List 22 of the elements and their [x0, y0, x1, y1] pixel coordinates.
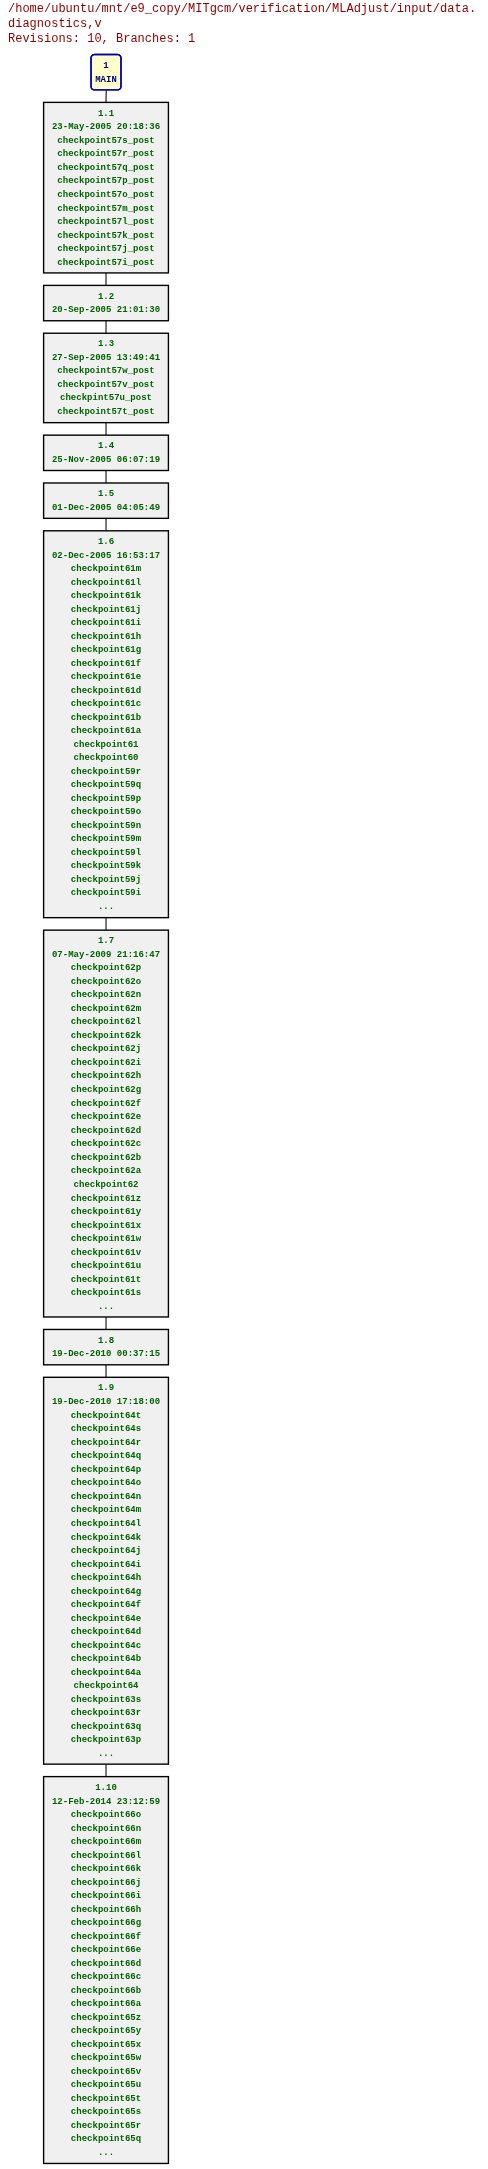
- node-box: 1.10 12-Feb-2014 23:12:59 checkpoint66o checkpoint66n checkpoint66m checkpoint66l checkpoint66k checkpoint66j checkpoint66i checkpoint66h checkpoint66g checkpoint66f checkpoint66e checkpoint66d checkpoint66c checkpoint66b checkpoint66a checkpoint65z checkpoint65y checkpoint65x checkpoint65w checkpoint65v checkpoint65u checkpoint65t checkpoint65s checkpoint65r checkpoint65q ...: [42, 1775, 170, 2165]
- file-path-title: /home/ubuntu/mnt/e9_copy/MITgcm/verification/MLAdjust/input/data.diagnostics,v: [8, 2, 478, 32]
- connector: [105, 422, 107, 436]
- connector: [105, 917, 107, 931]
- connector: [105, 320, 107, 334]
- revision-summary: Revisions: 10, Branches: 1: [8, 32, 197, 47]
- node-box: 1.8 19-Dec-2010 00:37:15: [42, 1328, 170, 1366]
- node-box: 1.5 01-Dec-2005 04:05:49: [42, 482, 170, 520]
- connector: [105, 89, 107, 103]
- node-box: 1.6 02-Dec-2005 16:53:17 checkpoint61m checkpoint61l checkpoint61k checkpoint61j checkpoint61i checkpoint61h checkpoint61g checkpoint61f checkpoint61e checkpoint61d checkpoint61c checkpoint61b checkpoint61a checkpoint61 checkpoint60 checkpoint59r checkpoint59q checkpoint59p checkpoint59o checkpoint59n checkpoint59m checkpoint59l checkpoint59k checkpoint59j checkpoint59i ...: [42, 530, 170, 919]
- node-box: 1.7 07-May-2009 21:16:47 checkpoint62p checkpoint62o checkpoint62n checkpoint62m checkpoint62l checkpoint62k checkpoint62j checkpoint62i checkpoint62h checkpoint62g checkpoint62f checkpoint62e checkpoint62d checkpoint62c checkpoint62b checkpoint62a checkpoint62 checkpoint61z checkpoint61y checkpoint61x checkpoint61w checkpoint61v checkpoint61u checkpoint61t checkpoint61s ...: [42, 929, 170, 1318]
- node-box: 1.2 20-Sep-2005 21:01:30: [42, 284, 170, 322]
- connector: [105, 272, 107, 286]
- connector: [105, 1763, 107, 1778]
- connector: [105, 470, 107, 484]
- connector: [105, 517, 107, 532]
- node-box: 1.3 27-Sep-2005 13:49:41 checkpoint57w_post checkpoint57v_post checkpint57u_post checkpoint57t_post: [42, 332, 170, 424]
- connector: [105, 1364, 107, 1378]
- node-box: 1.9 19-Dec-2010 17:18:00 checkpoint64t checkpoint64s checkpoint64r checkpoint64q checkpoint64p checkpoint64o checkpoint64n checkpoint64m checkpoint64l checkpoint64k checkpoint64j checkpoint64i checkpoint64h checkpoint64g checkpoint64f checkpoint64e checkpoint64d checkpoint64c checkpoint64b checkpoint64a checkpoint64 checkpoint63s checkpoint63r checkpoint63q checkpoint63p ...: [42, 1376, 170, 1765]
- node-box: 1.4 25-Nov-2005 06:07:19: [42, 434, 170, 472]
- connector: [105, 1316, 107, 1330]
- node-box: 1.1 23-May-2005 20:18:36 checkpoint57s_post checkpoint57r_post checkpoint57q_post checkpoint57p_post checkpoint57o_post checkpoint57m_post checkpoint57l_post checkpoint57k_post checkpoint57j_post checkpoint57i_post: [42, 101, 170, 274]
